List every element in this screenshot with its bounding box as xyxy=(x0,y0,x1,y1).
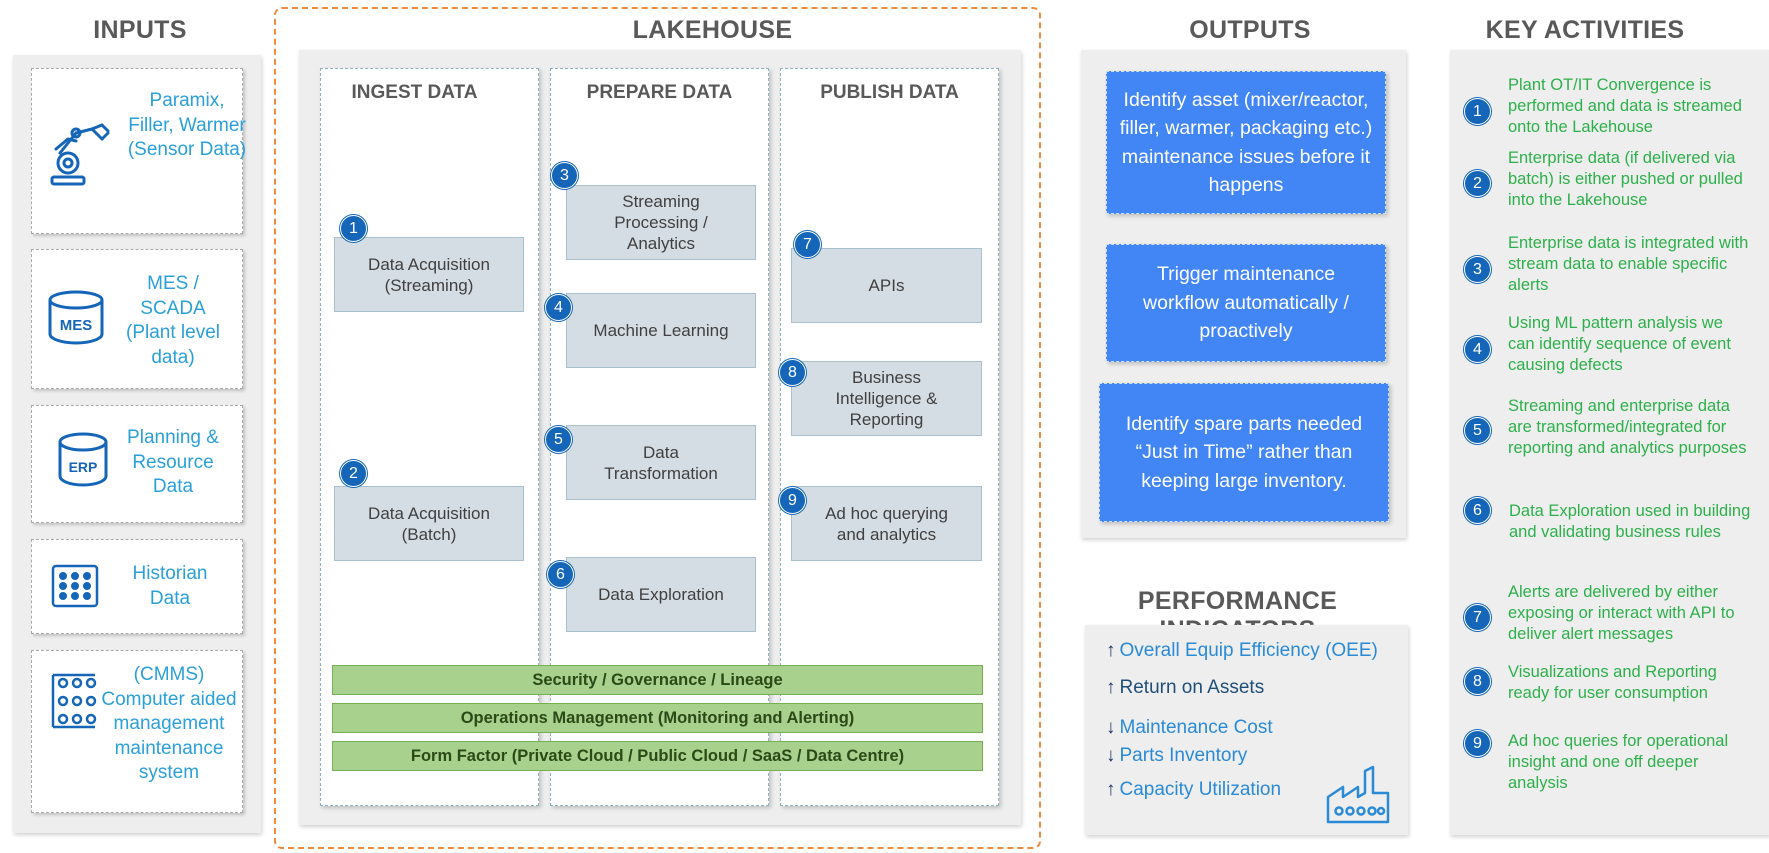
ingest-column xyxy=(320,68,539,806)
kpi-capacity-label: Capacity Utilization xyxy=(1119,779,1282,800)
input-card-mes: MES MES / SCADA (Plant level data) xyxy=(31,249,243,389)
step-badge-1: 1 xyxy=(340,215,367,242)
publish-column-title: PUBLISH DATA xyxy=(820,82,959,103)
step-box-8: Business Intelligence & Reporting xyxy=(791,361,982,436)
bar-security: Security / Governance / Lineage xyxy=(332,665,983,695)
kpi-maintenance-cost: ↓Maintenance Cost xyxy=(1106,717,1273,739)
activity-badge-8: 8 xyxy=(1464,668,1491,695)
outputs-title: OUTPUTS xyxy=(1189,16,1311,44)
input-label-sensor: Paramix, Filler, Warmer (Sensor Data) xyxy=(127,90,247,160)
performance-panel xyxy=(1085,625,1408,835)
key-activities-title: KEY ACTIVITIES xyxy=(1485,16,1685,44)
key-activities-panel xyxy=(1450,50,1769,835)
step-badge-7: 7 xyxy=(794,231,821,258)
prepare-column-title: PREPARE DATA xyxy=(586,82,733,103)
database-erp-icon: ERP xyxy=(56,432,110,493)
lakehouse-frame xyxy=(274,7,1041,849)
arrow-up-icon: ↑ xyxy=(1106,640,1116,661)
step-badge-8: 8 xyxy=(779,359,806,386)
step-badge-4: 4 xyxy=(545,294,572,321)
bar-form-factor: Form Factor (Private Cloud / Public Clou… xyxy=(332,741,983,771)
step-badge-6: 6 xyxy=(547,561,574,588)
input-label-historian: Historian Data xyxy=(132,563,208,609)
output-spare-parts: Identify spare parts needed “Just in Tim… xyxy=(1099,383,1389,522)
lakehouse-title: LAKEHOUSE xyxy=(632,16,793,44)
step-badge-3: 3 xyxy=(551,162,578,189)
output-trigger-maintenance: Trigger maintenance workflow automatical… xyxy=(1106,244,1386,362)
step-box-2: Data Acquisition (Batch) xyxy=(334,486,524,561)
output-text-3: Identify spare parts needed “Just in Tim… xyxy=(1125,412,1363,492)
step-label-5: Data Transformation xyxy=(604,442,718,483)
arrow-down-icon: ↓ xyxy=(1106,717,1116,738)
input-label-mes: MES / SCADA (Plant level data) xyxy=(126,273,220,368)
activity-text-6: Data Exploration used in building and va… xyxy=(1509,502,1751,541)
kpi-oee: ↑Overall Equip Efficiency (OEE) xyxy=(1106,640,1378,662)
step-badge-2: 2 xyxy=(340,460,367,487)
step-box-3: Streaming Processing / Analytics xyxy=(566,185,756,260)
kpi-parts-label: Parts Inventory xyxy=(1119,745,1248,766)
kpi-parts-inventory: ↓Parts Inventory xyxy=(1106,745,1247,767)
activity-badge-2: 2 xyxy=(1464,170,1491,197)
arrow-up-icon: ↑ xyxy=(1106,677,1116,698)
activity-badge-1: 1 xyxy=(1464,98,1491,125)
kpi-maintenance-label: Maintenance Cost xyxy=(1119,717,1273,738)
factory-icon xyxy=(1325,763,1391,830)
output-identify-asset: Identify asset (mixer/reactor, filler, w… xyxy=(1106,71,1386,214)
step-label-6: Data Exploration xyxy=(598,585,724,604)
erp-icon-text: ERP xyxy=(69,459,98,475)
grid-dots-icon xyxy=(51,564,99,613)
activity-text-4: Using ML pattern analysis we can identif… xyxy=(1508,314,1731,374)
input-label-planning: Planning & Resource Data xyxy=(127,427,219,497)
input-card-cmms: (CMMS) Computer aided management mainten… xyxy=(31,650,243,813)
step-box-9: Ad hoc querying and analytics xyxy=(791,486,982,561)
activity-badge-5: 5 xyxy=(1464,417,1491,444)
database-mes-icon: MES xyxy=(46,290,106,351)
step-box-1: Data Acquisition (Streaming) xyxy=(334,237,524,312)
output-text-1: Identify asset (mixer/reactor, filler, w… xyxy=(1119,88,1373,197)
mes-icon-text: MES xyxy=(60,317,93,334)
input-card-sensor: Paramix, Filler, Warmer (Sensor Data) xyxy=(31,68,246,234)
step-label-3: Streaming Processing / Analytics xyxy=(614,192,708,253)
step-label-8: Business Intelligence & Reporting xyxy=(835,368,938,429)
activity-badge-4: 4 xyxy=(1464,336,1491,363)
robot-arm-icon xyxy=(46,119,114,194)
input-card-planning: ERP Planning & Resource Data xyxy=(31,405,243,523)
input-label-cmms: (CMMS) Computer aided management mainten… xyxy=(101,664,237,783)
activity-text-1: Plant OT/IT Convergence is performed and… xyxy=(1508,76,1742,136)
input-card-historian: Historian Data xyxy=(31,539,243,634)
activity-badge-6: 6 xyxy=(1464,497,1491,524)
arrow-up-icon: ↑ xyxy=(1106,779,1116,800)
kpi-return-on-assets: ↑Return on Assets xyxy=(1106,677,1264,699)
activity-text-7: Alerts are delivered by either exposing … xyxy=(1508,583,1735,643)
activity-text-3: Enterprise data is integrated with strea… xyxy=(1508,234,1749,294)
kpi-roa-label: Return on Assets xyxy=(1119,677,1265,698)
activity-badge-9: 9 xyxy=(1464,730,1491,757)
step-box-7: APIs xyxy=(791,248,982,323)
activity-badge-7: 7 xyxy=(1464,604,1491,631)
activity-text-9: Ad hoc queries for operational insight a… xyxy=(1508,732,1729,792)
step-label-7: APIs xyxy=(868,276,905,295)
step-label-2: Data Acquisition (Batch) xyxy=(368,503,490,544)
bar-operations: Operations Management (Monitoring and Al… xyxy=(332,703,983,733)
step-badge-5: 5 xyxy=(545,426,572,453)
publish-column xyxy=(780,68,999,806)
activity-badge-3: 3 xyxy=(1464,256,1491,283)
kpi-oee-label: Overall Equip Efficiency (OEE) xyxy=(1119,640,1378,661)
network-nodes-icon xyxy=(49,671,101,736)
step-box-5: Data Transformation xyxy=(566,425,756,500)
inputs-title: INPUTS xyxy=(93,16,187,44)
activity-text-5: Streaming and enterprise data are transf… xyxy=(1508,397,1747,457)
activity-text-8: Visualizations and Reporting ready for u… xyxy=(1508,663,1717,702)
step-box-6: Data Exploration xyxy=(566,557,756,632)
arrow-down-icon: ↓ xyxy=(1106,745,1116,766)
activity-text-2: Enterprise data (if delivered via batch)… xyxy=(1508,149,1743,209)
step-label-9: Ad hoc querying and analytics xyxy=(825,503,948,544)
step-badge-9: 9 xyxy=(779,487,806,514)
step-label-4: Machine Learning xyxy=(593,321,729,340)
ingest-column-title: INGEST DATA xyxy=(351,82,478,103)
output-text-2: Trigger maintenance workflow automatical… xyxy=(1143,263,1349,343)
step-label-1: Data Acquisition (Streaming) xyxy=(368,254,490,295)
step-box-4: Machine Learning xyxy=(566,293,756,368)
kpi-capacity-utilization: ↑Capacity Utilization xyxy=(1106,779,1281,801)
